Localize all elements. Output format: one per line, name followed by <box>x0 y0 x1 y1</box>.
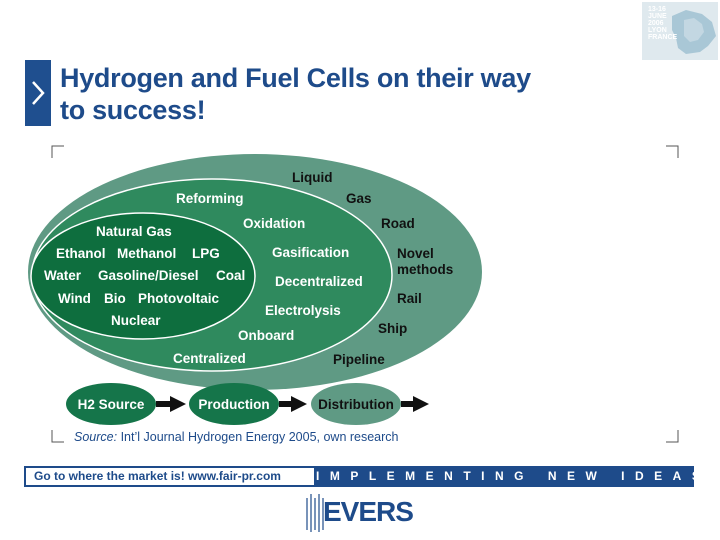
chevron-right-icon <box>32 81 45 105</box>
label-photovoltaic: Photovoltaic <box>138 291 219 306</box>
page-title-line-1: Hydrogen and Fuel Cells on their way <box>60 63 531 93</box>
label-ship: Ship <box>378 321 407 336</box>
label-methanol: Methanol <box>117 246 176 261</box>
arrow-right-icon <box>413 396 429 412</box>
step-distribution-label: Distribution <box>318 397 394 412</box>
footer-slogan: IMPLEMENTING NEW IDEAS <box>316 466 700 487</box>
label-natural-gas: Natural Gas <box>96 224 172 239</box>
label-liquid: Liquid <box>292 170 333 185</box>
source-note: Source: Int’l Journal Hydrogen Energy 20… <box>74 430 399 444</box>
label-coal: Coal <box>216 268 245 283</box>
label-novel: Novel <box>397 246 434 261</box>
label-oxidation: Oxidation <box>243 216 305 231</box>
label-rail: Rail <box>397 291 422 306</box>
label-gasoline-diesel: Gasoline/Diesel <box>98 268 199 283</box>
source-text: Int’l Journal Hydrogen Energy 2005, own … <box>117 430 399 444</box>
page-title-line-2: to success! <box>60 95 206 125</box>
logo-mark-icon <box>306 494 324 532</box>
label-water: Water <box>44 268 82 283</box>
label-centralized: Centralized <box>173 351 246 366</box>
label-pipeline: Pipeline <box>333 352 385 367</box>
frame-corners <box>51 145 679 443</box>
title-bullet <box>25 60 51 126</box>
step-h2-source-label: H2 Source <box>78 397 145 412</box>
arrow-3-shaft <box>401 401 415 407</box>
step-h2-source <box>66 383 156 425</box>
label-wind: Wind <box>58 291 91 306</box>
label-road: Road <box>381 216 415 231</box>
arrow-2-shaft <box>279 401 293 407</box>
step-production <box>189 383 279 425</box>
arrow-right-icon <box>291 396 307 412</box>
event-badge-text: 13-16 JUNE 2006 LYON FRANCE <box>648 6 678 41</box>
label-methods: methods <box>397 262 453 277</box>
evers-logo: EVERS <box>303 492 415 534</box>
europe-map-icon <box>672 10 716 54</box>
label-electrolysis: Electrolysis <box>265 303 341 318</box>
source-ellipse <box>30 212 256 340</box>
step-distribution <box>311 383 401 425</box>
label-lpg: LPG <box>192 246 220 261</box>
arrows <box>156 396 429 412</box>
label-gasification: Gasification <box>272 245 349 260</box>
source-prefix: Source: <box>74 430 118 444</box>
label-onboard: Onboard <box>238 328 294 343</box>
label-nuclear: Nuclear <box>111 313 161 328</box>
label-reforming: Reforming <box>176 191 244 206</box>
label-gas: Gas <box>346 191 372 206</box>
arrow-1-shaft <box>156 401 172 407</box>
step-production-label: Production <box>198 397 269 412</box>
event-badge: 13-16 JUNE 2006 LYON FRANCE <box>642 2 718 60</box>
footer-tagline: Go to where the market is! www.fair-pr.c… <box>24 466 316 487</box>
label-bio: Bio <box>104 291 126 306</box>
arrow-right-icon <box>170 396 186 412</box>
label-decentralized: Decentralized <box>275 274 363 289</box>
logo-text: EVERS <box>323 496 414 527</box>
label-ethanol: Ethanol <box>56 246 106 261</box>
